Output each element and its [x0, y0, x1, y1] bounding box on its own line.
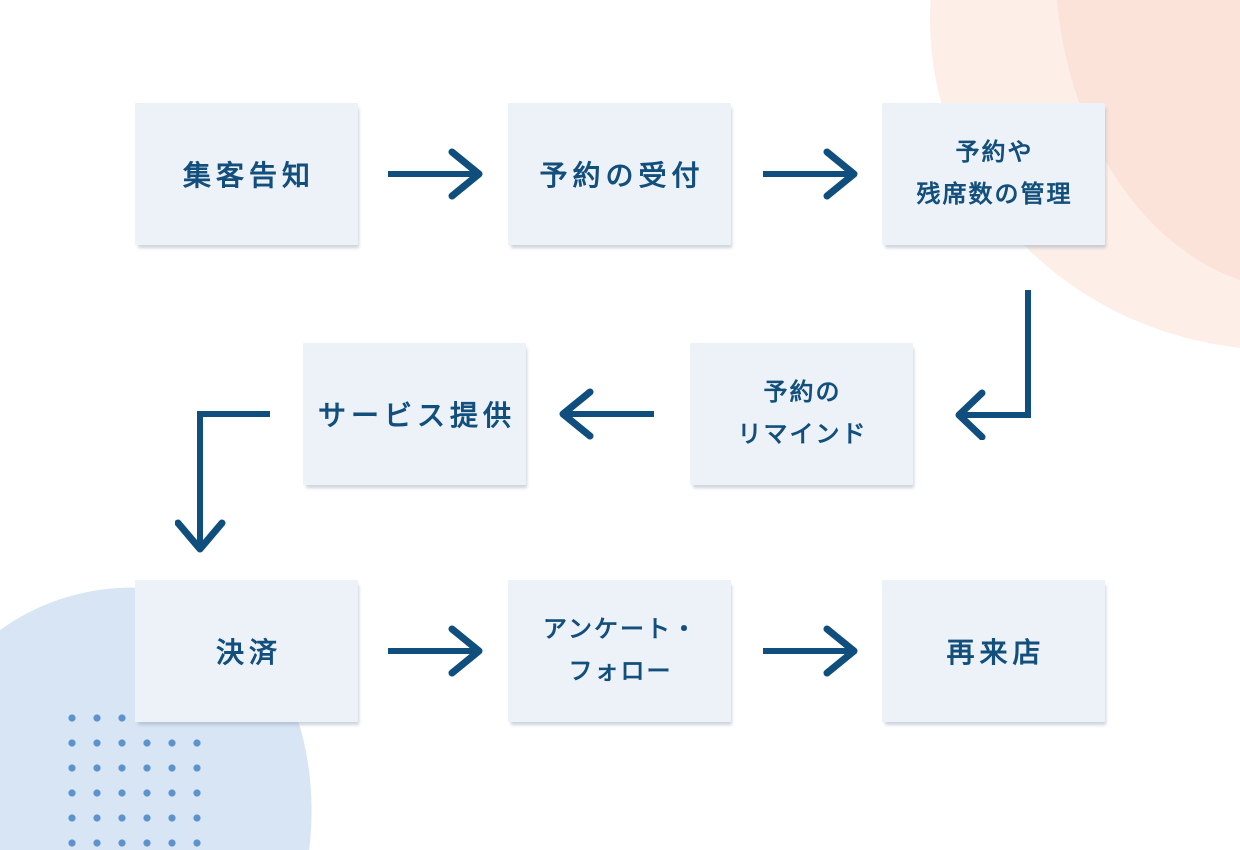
flow-box-revisit: 再来店: [882, 580, 1105, 722]
box-label: サービス提供: [317, 400, 516, 431]
arrow-elbow-management-to-reminder: [950, 285, 1040, 440]
arrow-left-reminder-to-service: [556, 388, 656, 440]
box-label-line2: 残席数の管理: [916, 181, 1073, 208]
box-label: 集客告知: [182, 160, 315, 191]
arrow-right-reception-to-management: [761, 148, 861, 200]
flow-box-reservation-reception: 予約の受付: [508, 103, 731, 245]
box-label: 再来店: [946, 637, 1046, 668]
flow-box-reservation-seat-management: 予約や 残席数の管理: [882, 103, 1105, 245]
arrow-right-payment-to-survey: [386, 625, 486, 677]
flow-box-reservation-reminder: 予約の リマインド: [690, 343, 913, 485]
box-label-line1: 予約や: [955, 139, 1034, 166]
flow-box-payment: 決済: [135, 580, 358, 722]
box-label-line2: フォロー: [568, 658, 673, 685]
box-label: 決済: [215, 637, 282, 668]
box-label-line1: 予約の: [763, 379, 842, 406]
box-label: 予約の受付: [539, 160, 705, 191]
box-label-line2: リマインド: [737, 421, 868, 448]
dot-grid-pattern: [68, 714, 201, 847]
flow-box-service-delivery: サービス提供: [303, 343, 526, 485]
flow-box-survey-follow: アンケート・ フォロー: [508, 580, 731, 722]
arrow-right-attract-to-reception: [386, 148, 486, 200]
flow-box-attract-announce: 集客告知: [135, 103, 358, 245]
box-label-line1: アンケート・: [542, 616, 699, 643]
arrow-right-survey-to-revisit: [761, 625, 861, 677]
arrow-elbow-service-to-payment: [175, 405, 275, 560]
